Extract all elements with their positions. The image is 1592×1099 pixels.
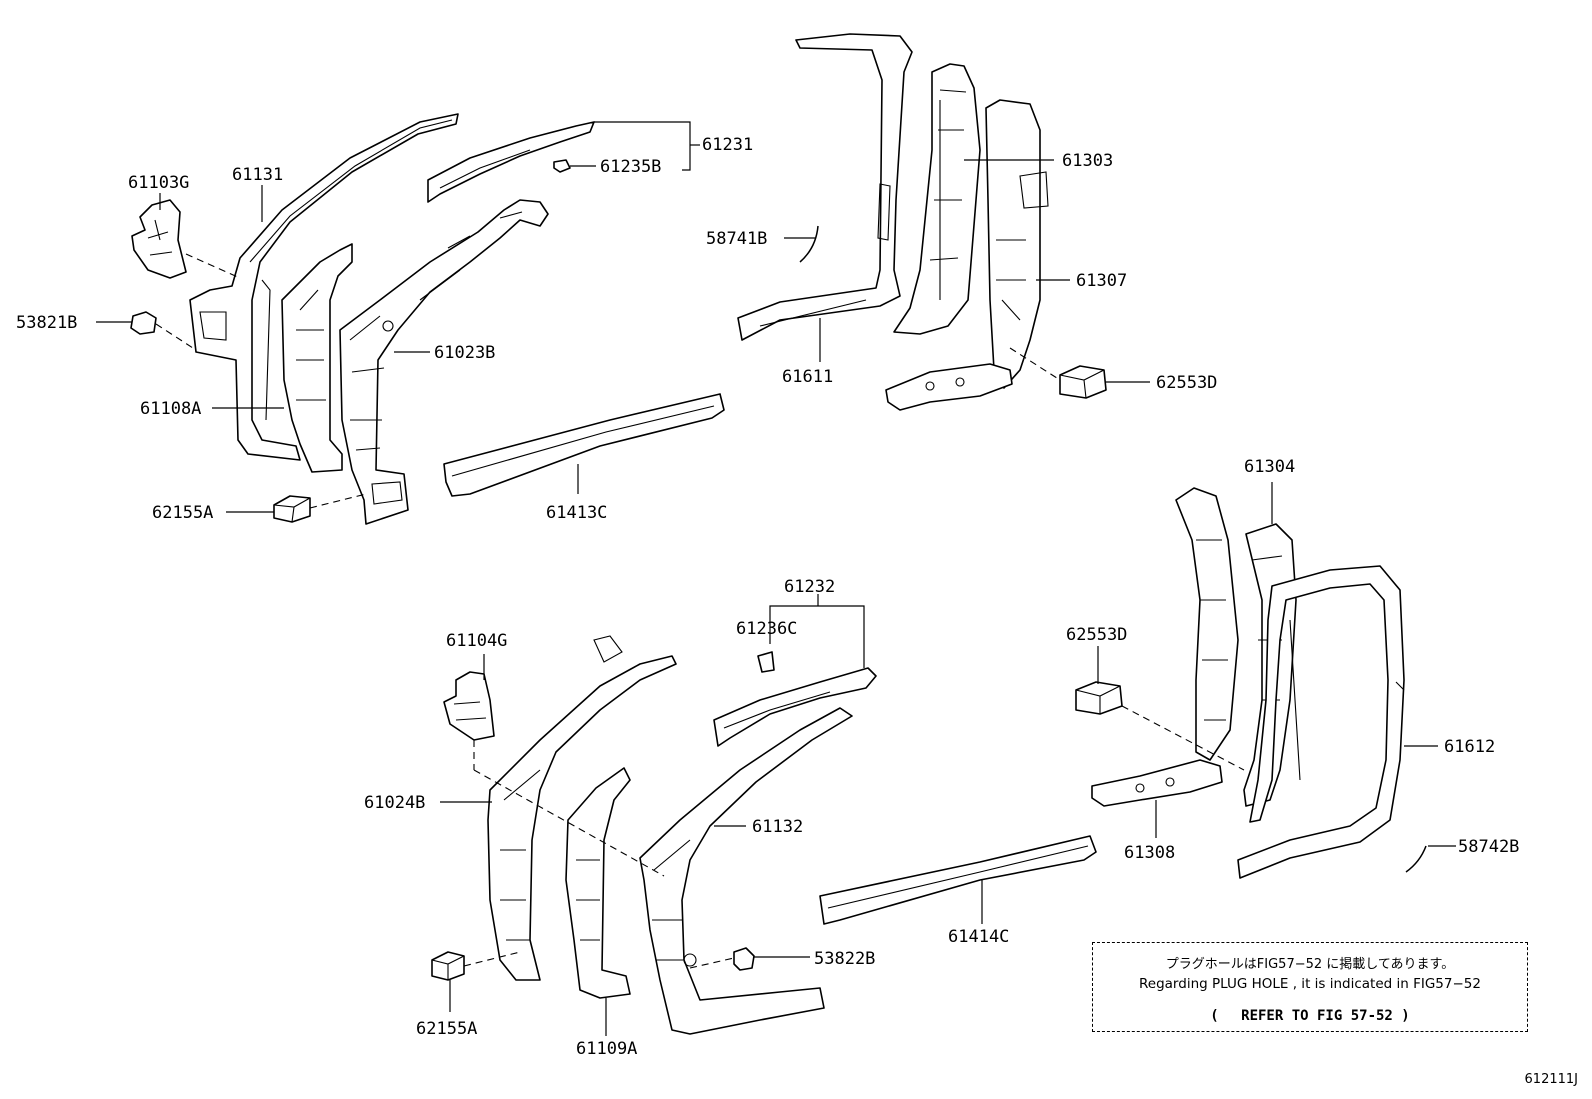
label-61024B: 61024B bbox=[364, 793, 425, 813]
part-61024B-pillar bbox=[487, 635, 677, 981]
label-61131: 61131 bbox=[232, 165, 283, 185]
part-61304-b-pillar bbox=[1175, 487, 1239, 761]
label-61104G: 61104G bbox=[446, 631, 507, 651]
part-61132-pillar-outer bbox=[639, 707, 853, 1035]
part-61235B-clip bbox=[553, 159, 571, 173]
label-61232: 61232 bbox=[784, 577, 835, 597]
part-62553D-top-block bbox=[1059, 365, 1107, 399]
part-61413C-rocker bbox=[443, 393, 725, 497]
note-japanese: プラグホールはFIG57−52 に掲載してあります。 bbox=[1165, 957, 1455, 972]
part-61103G-bracket bbox=[131, 199, 187, 279]
part-61307-lower-reinforcement bbox=[885, 363, 1013, 411]
part-53822B-plug bbox=[733, 947, 755, 971]
part-61231-roof-rail bbox=[427, 121, 595, 203]
label-61307: 61307 bbox=[1076, 271, 1127, 291]
part-58741B-trim bbox=[799, 225, 819, 263]
part-61612-outer-panel bbox=[1237, 565, 1405, 879]
label-61303: 61303 bbox=[1062, 151, 1113, 171]
leader-lines bbox=[96, 121, 1456, 1036]
label-61611: 61611 bbox=[782, 367, 833, 387]
part-61108A-inner-pillar bbox=[281, 243, 353, 473]
label-62553D-top: 62553D bbox=[1156, 373, 1217, 393]
label-61023B: 61023B bbox=[434, 343, 495, 363]
part-61304-lower-reinforcement bbox=[1091, 759, 1223, 807]
label-58741B: 58741B bbox=[706, 229, 767, 249]
part-61303-b-pillar bbox=[893, 63, 981, 335]
label-61132: 61132 bbox=[752, 817, 803, 837]
part-62155A-bottom-block bbox=[431, 951, 465, 981]
dashed-lines bbox=[155, 253, 1245, 969]
label-61235B: 61235B bbox=[600, 157, 661, 177]
note-english: Regarding PLUG HOLE , it is indicated in… bbox=[1139, 976, 1481, 992]
part-61104G-bracket bbox=[443, 671, 495, 741]
label-61108A: 61108A bbox=[140, 399, 201, 419]
label-61236C: 61236C bbox=[736, 619, 797, 639]
part-61307-inner-pillar bbox=[985, 99, 1049, 389]
label-53822B: 53822B bbox=[814, 949, 875, 969]
part-58742B-trim bbox=[1405, 845, 1427, 873]
part-62553D-bottom-block bbox=[1075, 681, 1123, 715]
label-62553D-bottom: 62553D bbox=[1066, 625, 1127, 645]
label-61612: 61612 bbox=[1444, 737, 1495, 757]
part-62155A-top-block bbox=[273, 495, 311, 523]
label-62155A-top: 62155A bbox=[152, 503, 213, 523]
label-53821B: 53821B bbox=[16, 313, 77, 333]
part-61023B-lower-pillar bbox=[339, 199, 549, 525]
part-61131-pillar bbox=[189, 113, 459, 461]
part-53821B-plug bbox=[130, 311, 157, 335]
label-61103G: 61103G bbox=[128, 173, 189, 193]
part-61414C-rocker bbox=[819, 835, 1097, 925]
part-61232-roof-rail bbox=[713, 667, 877, 747]
figure-code: 612111J bbox=[1524, 1072, 1578, 1087]
label-61109A: 61109A bbox=[576, 1039, 637, 1059]
part-61109A-inner bbox=[565, 767, 631, 999]
part-labels: 61103G 61131 53821B 61108A 61023B 62155A… bbox=[16, 135, 1519, 1059]
label-58742B: 58742B bbox=[1458, 837, 1519, 857]
label-61231: 61231 bbox=[702, 135, 753, 155]
label-61413C: 61413C bbox=[546, 503, 607, 523]
label-61414C: 61414C bbox=[948, 927, 1009, 947]
note-reference: ( REFER TO FIG 57-52 ) bbox=[1210, 1008, 1410, 1024]
plug-hole-note: プラグホールはFIG57−52 に掲載してあります。 Regarding PLU… bbox=[1092, 942, 1528, 1032]
part-61236C-clip bbox=[757, 651, 775, 673]
label-61308: 61308 bbox=[1124, 843, 1175, 863]
label-62155A-bottom: 62155A bbox=[416, 1019, 477, 1039]
part-61611-outer-panel bbox=[737, 33, 913, 341]
label-61304: 61304 bbox=[1244, 457, 1295, 477]
